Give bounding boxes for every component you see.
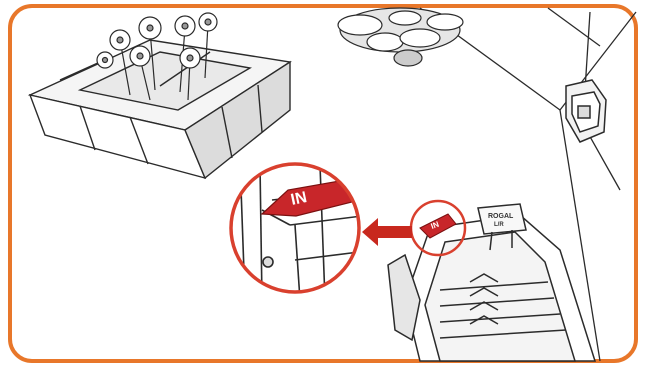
plate-text-1: ROGAL <box>488 213 514 220</box>
plate-text-2: L/R <box>494 222 504 228</box>
